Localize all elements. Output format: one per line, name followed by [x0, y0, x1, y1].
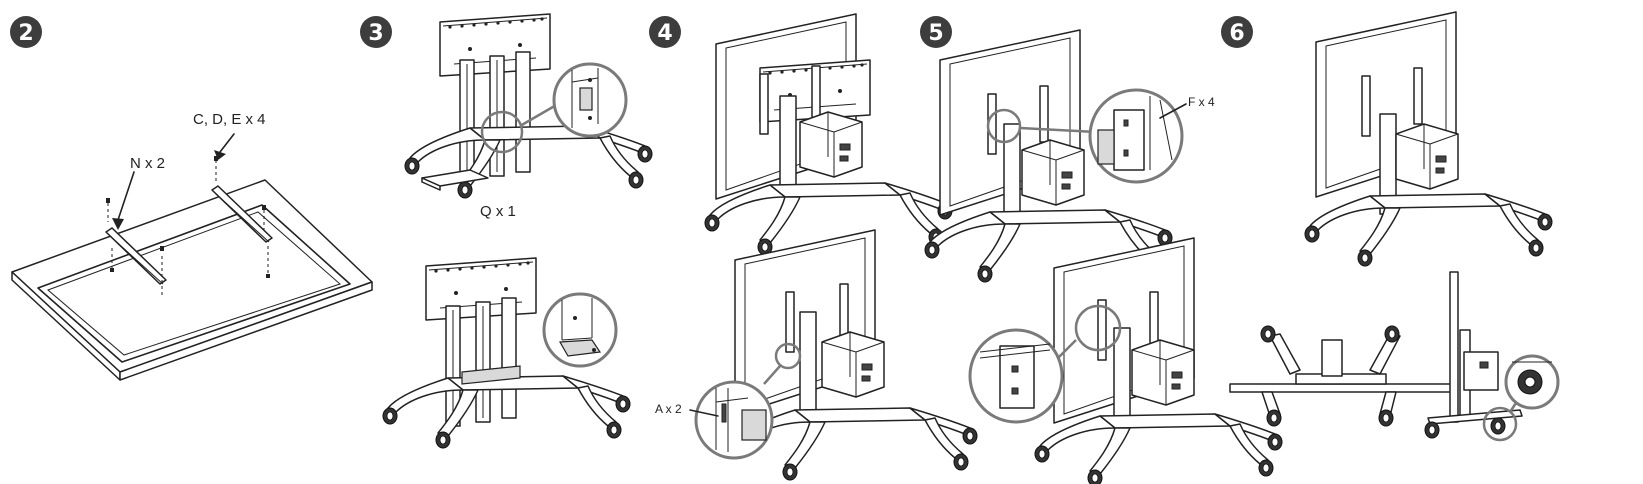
step-4: 4 A	[649, 13, 977, 480]
magnifier	[694, 342, 802, 460]
tv-on-cart-bottom	[1035, 237, 1282, 484]
step-badge: 5	[920, 16, 952, 48]
rail-n-left	[105, 203, 167, 296]
step-badge: 4	[649, 16, 681, 48]
tv-on-cart-top	[925, 29, 1172, 282]
step-number: 3	[368, 21, 383, 46]
magnifier-wheel	[1482, 354, 1560, 442]
label-a-x2: A x 2	[655, 402, 682, 416]
step-badge: 3	[360, 16, 392, 48]
screws	[106, 156, 270, 278]
label-cde-arrow	[214, 133, 235, 160]
magnifier-bottom	[542, 292, 618, 368]
label-f-x4: F x 4	[1188, 95, 1215, 109]
step-number: 5	[928, 21, 943, 46]
tv-on-cart-bottom	[730, 229, 977, 480]
label-cde-x4: C, D, E x 4	[193, 111, 266, 128]
step-3: 3 Q x 1	[360, 13, 652, 448]
step-number: 4	[657, 21, 672, 46]
step-badge: 6	[1221, 16, 1253, 48]
shelf-part-q	[421, 169, 489, 191]
assembled-cart-top-view	[1229, 325, 1455, 427]
label-q-x1: Q x 1	[480, 203, 516, 220]
assembled-cart-perspective	[1305, 11, 1552, 266]
step-5: 5 F x 4	[920, 16, 1282, 484]
tv-on-cart-top	[705, 13, 952, 255]
magnifier-bottom	[968, 304, 1122, 424]
label-n-arrow	[112, 171, 135, 230]
magnifier-top	[986, 88, 1184, 184]
label-a-arrow	[689, 409, 719, 417]
label-n-x2: N x 2	[130, 155, 165, 172]
magnifier-top	[480, 62, 628, 154]
label-f-arrow	[1159, 103, 1187, 119]
rail-n-right	[211, 160, 273, 276]
tv-panel-face-down	[11, 179, 373, 381]
step-number: 6	[1229, 21, 1244, 46]
assembled-cart-side-view	[1424, 271, 1523, 439]
step-number: 2	[18, 21, 33, 46]
step-6: 6	[1221, 11, 1560, 442]
cart-with-plate-bottom	[383, 257, 630, 448]
step-2: 2	[10, 16, 373, 381]
step-badge: 2	[10, 16, 42, 48]
